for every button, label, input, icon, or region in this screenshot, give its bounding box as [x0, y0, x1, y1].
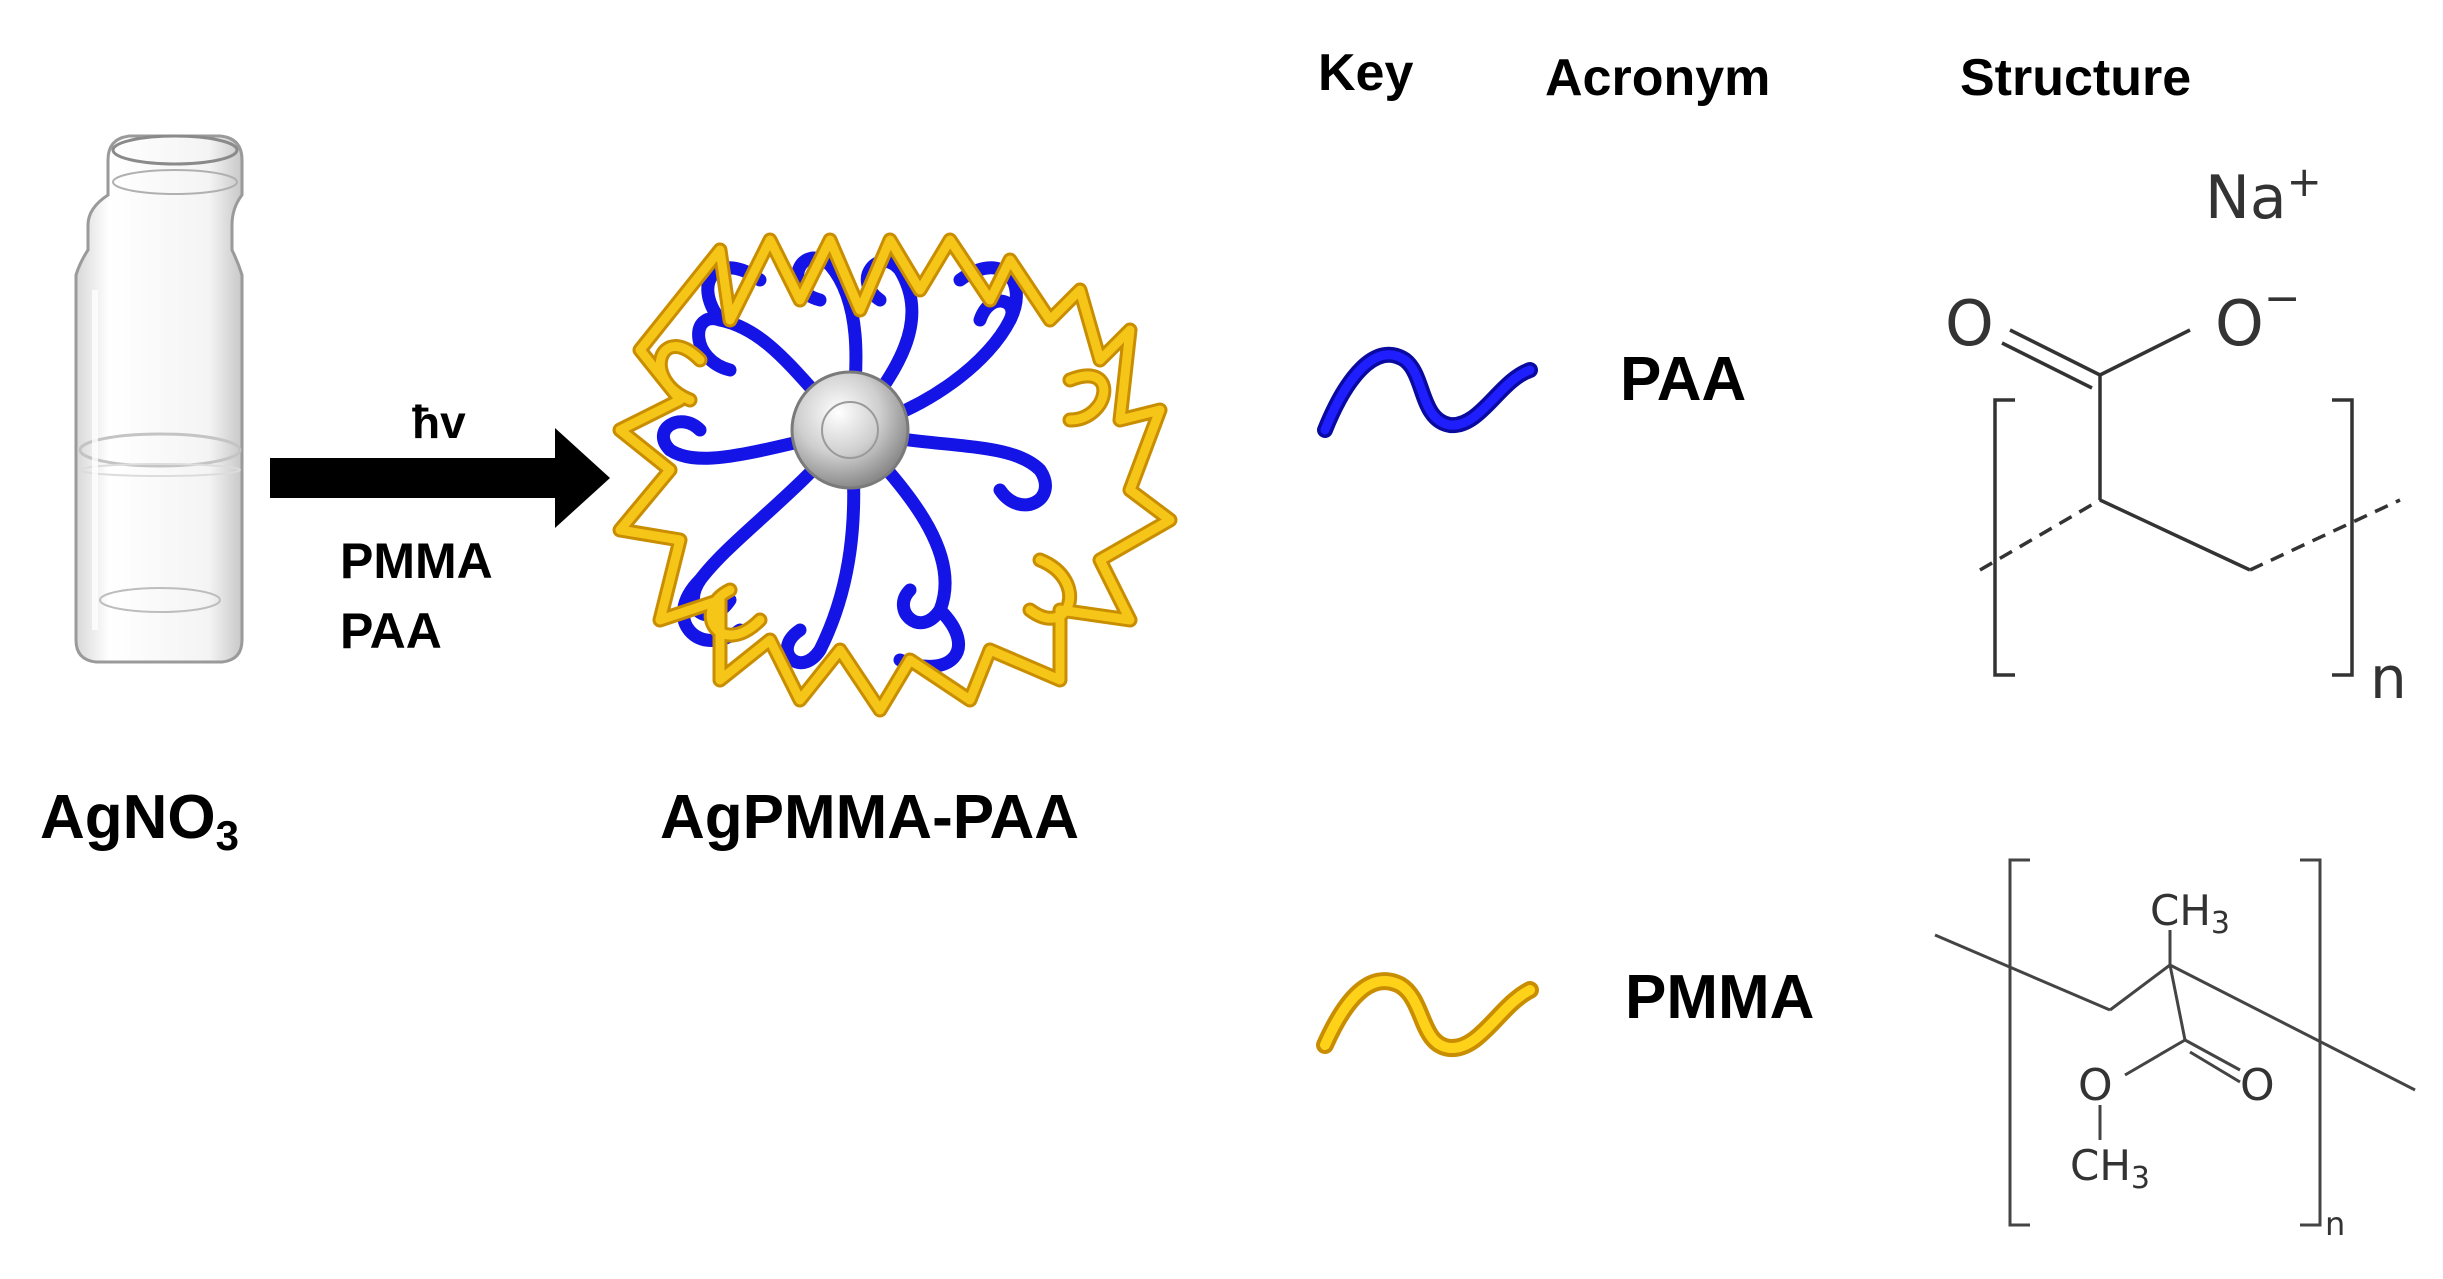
paa-repeat-n: n: [2370, 644, 2407, 712]
reaction-arrow: [270, 428, 610, 528]
paa-key-swatch: [1317, 346, 1538, 438]
pmma-carbonyl-o: O: [2240, 1060, 2275, 1111]
header-key: Key: [1318, 44, 1413, 102]
arrow-reagent-pmma: PMMA: [340, 533, 493, 589]
reactant-label: AgNO3: [40, 783, 239, 859]
paa-carboxylate-o: O−: [2215, 273, 2301, 360]
arrow-condition-light: ħv: [412, 396, 466, 448]
header-structure: Structure: [1960, 49, 2191, 107]
nanoparticle-diagram: [612, 232, 1178, 718]
product-label: AgPMMA-PAA: [660, 783, 1079, 852]
paa-acronym: PAA: [1620, 345, 1746, 414]
pmma-ch3-top: CH3: [2150, 886, 2230, 941]
paa-cation: Na+: [2205, 157, 2322, 233]
pmma-key-swatch: [1316, 972, 1539, 1057]
pmma-ch3-bottom: CH3: [2070, 1141, 2150, 1196]
pmma-structure: [1934, 858, 2416, 1227]
vial-icon: [74, 134, 244, 664]
pmma-acronym: PMMA: [1625, 963, 1814, 1032]
pmma-ester-o: O: [2078, 1060, 2113, 1111]
paa-structure: [1979, 328, 2401, 677]
header-acronym: Acronym: [1545, 49, 1770, 107]
pmma-repeat-n: n: [2325, 1205, 2345, 1243]
silver-core-icon: [790, 370, 910, 490]
paa-carbonyl-o: O: [1945, 287, 1994, 360]
arrow-reagent-paa: PAA: [340, 603, 442, 659]
